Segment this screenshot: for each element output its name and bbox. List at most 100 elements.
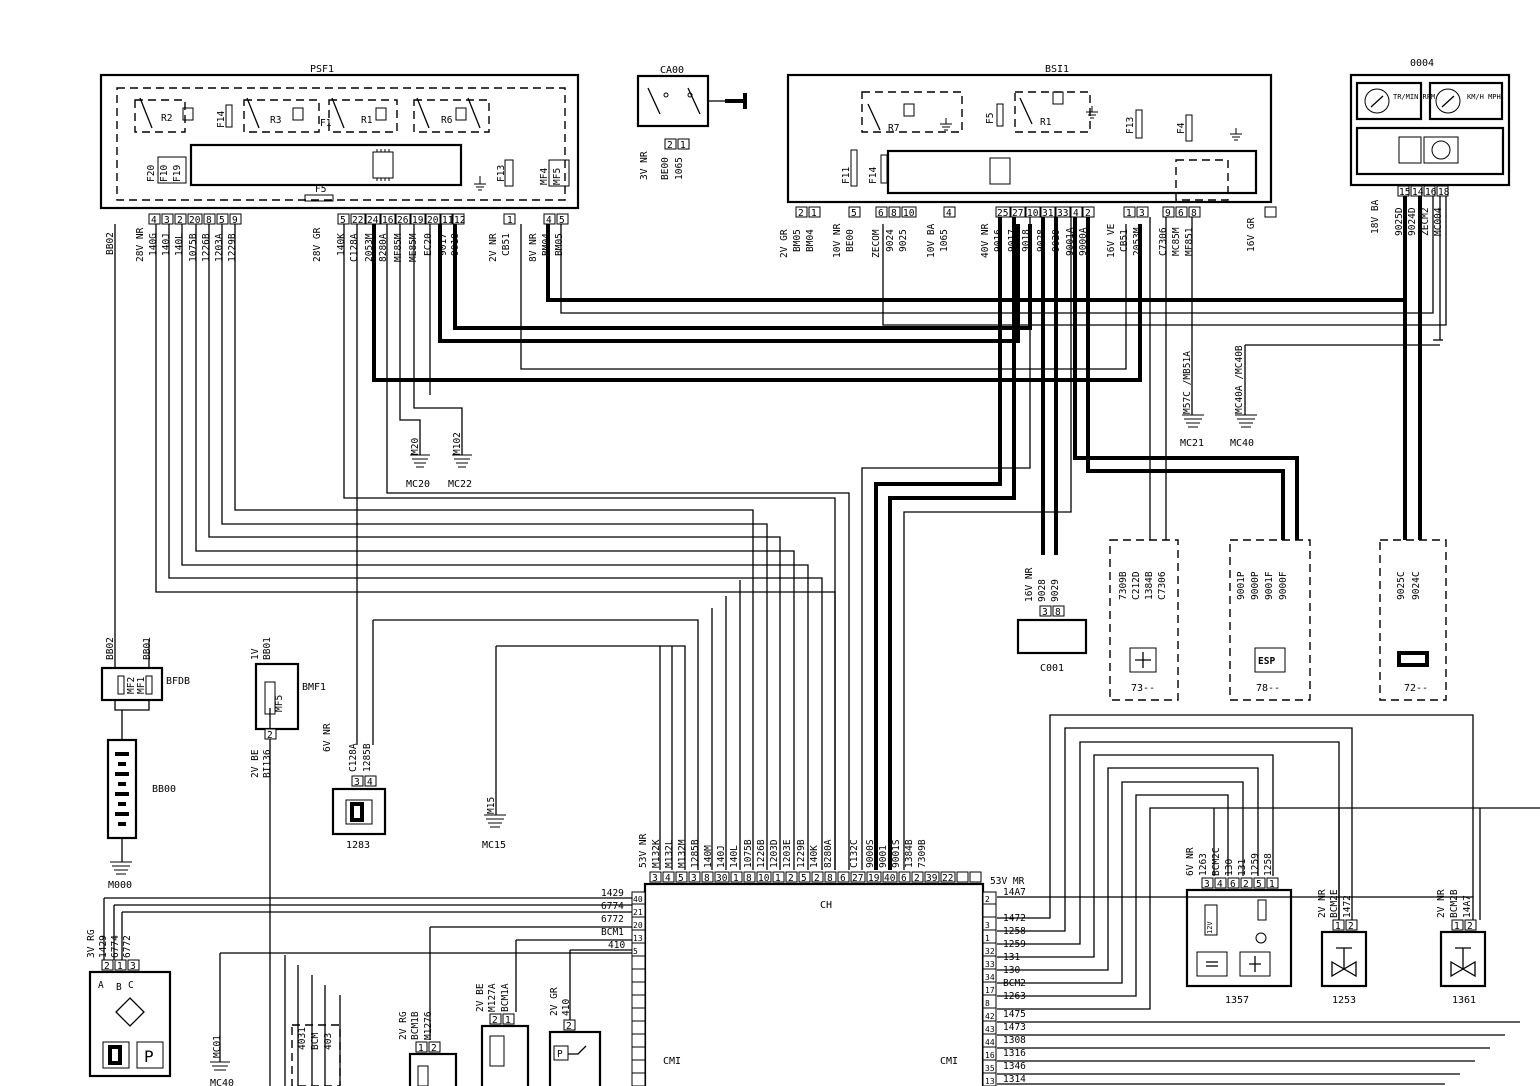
svg-text:13: 13 [985, 1077, 995, 1086]
svg-text:8: 8 [827, 873, 833, 884]
svg-text:6: 6 [1178, 208, 1184, 219]
svg-text:2053M: 2053M [1132, 227, 1143, 256]
svg-text:3: 3 [130, 961, 136, 972]
svg-text:4: 4 [1217, 879, 1223, 890]
svg-text:24: 24 [367, 215, 379, 226]
ca00-ignition-switch: CA00 2 1 3V NR BE00 1065 [636, 65, 747, 180]
svg-text:39: 39 [926, 873, 938, 884]
svg-text:31: 31 [1042, 208, 1054, 219]
parking-icon [136, 1041, 164, 1069]
svg-text:20: 20 [633, 921, 643, 930]
svg-text:1075B: 1075B [743, 839, 754, 868]
svg-text:3V NR: 3V NR [639, 151, 650, 180]
svg-text:27: 27 [1012, 208, 1023, 219]
svg-text:26: 26 [397, 215, 409, 226]
svg-text:4: 4 [151, 215, 157, 226]
svg-text:18V BA: 18V BA [1370, 199, 1381, 234]
svg-text:42: 42 [985, 1012, 995, 1021]
svg-text:1308: 1308 [1003, 1035, 1026, 1046]
svg-text:19: 19 [412, 215, 424, 226]
svg-text:21: 21 [633, 908, 643, 917]
svg-text:72--: 72-- [1404, 683, 1428, 694]
svg-text:22: 22 [942, 873, 953, 884]
svg-text:8: 8 [1191, 208, 1197, 219]
svg-text:BCM1A: BCM1A [500, 983, 511, 1012]
svg-text:6774: 6774 [110, 935, 121, 958]
svg-text:1: 1 [117, 961, 123, 972]
svg-text:14: 14 [1412, 187, 1424, 198]
svg-text:1285B: 1285B [690, 839, 701, 868]
svg-text:2: 2 [788, 873, 794, 884]
component-1357: 6V NR 1263 BCM2C 130 131 1259 1258 3 4 6… [1185, 847, 1293, 1006]
svg-text:3: 3 [985, 921, 990, 930]
svg-text:M1276: M1276 [423, 1011, 434, 1040]
svg-text:18: 18 [1438, 187, 1450, 198]
svg-text:6774: 6774 [601, 901, 624, 912]
svg-text:3: 3 [1139, 208, 1145, 219]
svg-text:2: 2 [566, 1021, 572, 1032]
svg-text:MC01: MC01 [212, 1035, 223, 1058]
svg-text:9029: 9029 [1050, 579, 1061, 602]
relay-r3: R3 [270, 115, 281, 126]
relay-switch-icons [139, 97, 481, 129]
svg-text:6V NR: 6V NR [322, 723, 333, 752]
svg-text:4: 4 [546, 215, 552, 226]
svg-text:1473: 1473 [1003, 1022, 1026, 1033]
svg-text:BCM2B: BCM2B [1449, 889, 1460, 918]
svg-text:8: 8 [746, 873, 752, 884]
svg-text:M20: M20 [410, 438, 421, 455]
svg-text:F13: F13 [1125, 117, 1136, 134]
svg-text:9001F: 9001F [1264, 571, 1275, 600]
svg-text:BI136: BI136 [262, 749, 273, 778]
svg-text:10V BA: 10V BA [926, 223, 937, 258]
svg-text:7309B: 7309B [917, 839, 928, 868]
svg-text:131: 131 [1237, 859, 1248, 876]
svg-text:2: 2 [1467, 921, 1473, 932]
svg-text:1203A: 1203A [214, 233, 225, 262]
svg-text:9000F: 9000F [1278, 571, 1289, 600]
svg-text:9028: 9028 [1037, 579, 1048, 602]
svg-text:6: 6 [840, 873, 846, 884]
svg-text:130: 130 [1224, 859, 1235, 876]
connector-bcm1a: 2V BE M127A BCM1A 2 1 [475, 983, 530, 1086]
svg-text:2V BE: 2V BE [475, 983, 486, 1012]
svg-text:140L: 140L [174, 233, 185, 256]
svg-text:9000S: 9000S [865, 839, 876, 868]
svg-text:5: 5 [1256, 879, 1262, 890]
svg-text:MF1: MF1 [136, 677, 147, 694]
svg-text:2V GR: 2V GR [779, 229, 790, 258]
svg-text:43: 43 [985, 1025, 995, 1034]
svg-text:1: 1 [733, 873, 739, 884]
relay-r2: R2 [161, 113, 172, 124]
svg-text:8: 8 [985, 999, 990, 1008]
svg-text:MF5: MF5 [274, 695, 285, 712]
svg-text:CB51: CB51 [501, 233, 512, 256]
svg-text:M57C /MB51A: M57C /MB51A [1182, 351, 1193, 414]
svg-text:9017: 9017 [438, 233, 449, 256]
svg-text:9024D: 9024D [1407, 207, 1418, 236]
svg-text:73--: 73-- [1131, 683, 1155, 694]
fuse-f20: F20 [146, 165, 157, 182]
svg-text:1: 1 [1335, 921, 1341, 932]
svg-text:M132K: M132K [651, 839, 662, 868]
svg-text:3: 3 [164, 215, 170, 226]
gauge-icon [1364, 88, 1390, 114]
svg-text:20: 20 [189, 215, 201, 226]
svg-text:12V: 12V [1206, 921, 1214, 934]
svg-text:9001S: 9001S [891, 839, 902, 868]
svg-text:1229B: 1229B [227, 233, 238, 262]
svg-text:C128A: C128A [349, 233, 360, 262]
svg-text:2V BE: 2V BE [250, 749, 261, 778]
svg-text:9025: 9025 [898, 229, 909, 252]
svg-text:CMI: CMI [663, 1056, 681, 1067]
valve-icon [1331, 947, 1357, 978]
svg-text:1259: 1259 [1250, 853, 1261, 876]
svg-text:BCM2E: BCM2E [1329, 889, 1340, 918]
svg-text:6: 6 [1230, 879, 1236, 890]
svg-text:1316: 1316 [1003, 1048, 1026, 1059]
svg-text:1: 1 [1454, 921, 1460, 932]
svg-text:2: 2 [267, 730, 273, 741]
svg-text:1226B: 1226B [201, 233, 212, 262]
svg-text:MC004: MC004 [1433, 207, 1444, 236]
svg-text:140G: 140G [148, 233, 159, 256]
